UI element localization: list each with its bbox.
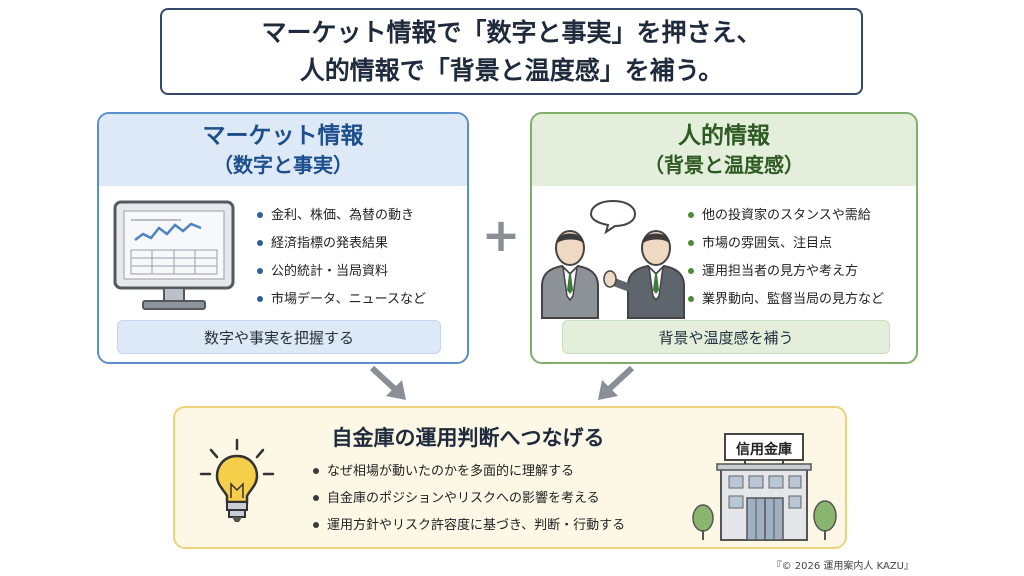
list-item: 他の投資家のスタンスや需給	[688, 202, 884, 230]
conclusion-list: なぜ相場が動いたのかを多面的に理解する 自金庫のポジションやリスクへの影響を考え…	[313, 458, 625, 539]
title-box: マーケット情報で「数字と事実」を押さえ、 人的情報で「背景と温度感」を補う。	[160, 8, 863, 95]
copyright: 『© 2026 運用案内人 KAZU』	[771, 561, 914, 572]
list-item: 金利、株価、為替の動き	[257, 202, 426, 230]
speech-bubble-icon	[589, 199, 637, 235]
human-info-panel: 人的情報 （背景と温度感） 他の投資家のスタンスや需給 市場の雰囲気、注目点 運…	[530, 112, 918, 364]
list-item: なぜ相場が動いたのかを多面的に理解する	[313, 458, 625, 485]
lightbulb-icon	[199, 438, 275, 522]
business-people-icon	[541, 230, 685, 319]
monitor-chart-icon	[113, 200, 235, 310]
list-item: 業界動向、監督当局の見方など	[688, 286, 884, 314]
conclusion-box: 自金庫の運用判断へつなげる なぜ相場が動いたのかを多面的に理解する 自金庫のポジ…	[173, 406, 847, 549]
list-item: 自金庫のポジションやリスクへの影響を考える	[313, 485, 625, 512]
market-panel-header: マーケット情報 （数字と事実）	[99, 114, 467, 186]
title-line-2: 人的情報で「背景と温度感」を補う。	[299, 55, 724, 85]
list-item: 市場の雰囲気、注目点	[688, 230, 884, 258]
arrow-down-icon	[369, 365, 406, 400]
bank-building-icon	[692, 433, 837, 541]
list-item: 運用担当者の見方や考え方	[688, 258, 884, 286]
list-item: 公的統計・当局資料	[257, 258, 426, 286]
title-line-1: マーケット情報で「数字と事実」を押さえ、	[261, 17, 762, 47]
market-panel-heading: マーケット情報	[202, 123, 364, 149]
list-item: 運用方針やリスク許容度に基づき、判断・行動する	[313, 512, 625, 539]
human-info-list: 他の投資家のスタンスや需給 市場の雰囲気、注目点 運用担当者の見方や考え方 業界…	[688, 202, 884, 314]
market-info-list: 金利、株価、為替の動き 経済指標の発表結果 公的統計・当局資料 市場データ、ニュ…	[257, 202, 426, 314]
building-sign: 信用金庫	[736, 442, 792, 458]
list-item: 市場データ、ニュースなど	[257, 286, 426, 314]
human-panel-header: 人的情報 （背景と温度感）	[532, 114, 916, 186]
human-panel-subheading: （背景と温度感）	[644, 153, 804, 177]
market-panel-footer: 数字や事実を把握する	[117, 320, 441, 354]
list-item: 経済指標の発表結果	[257, 230, 426, 258]
human-panel-heading: 人的情報	[678, 123, 770, 149]
market-panel-subheading: （数字と事実）	[213, 153, 353, 177]
plus-symbol: +	[481, 208, 521, 262]
arrow-down-icon	[598, 365, 635, 400]
human-panel-footer: 背景や温度感を補う	[562, 320, 890, 354]
conclusion-heading: 自金庫の運用判断へつなげる	[331, 426, 605, 450]
market-info-panel: マーケット情報 （数字と事実） 金利、株価、為替の動き 経済指標の発表結果 公的…	[97, 112, 469, 364]
